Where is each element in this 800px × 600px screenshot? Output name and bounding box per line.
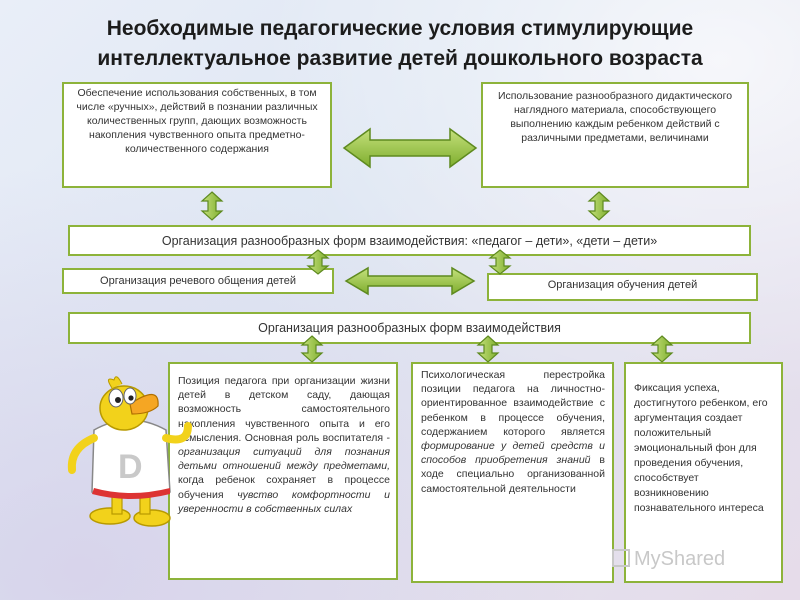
interaction-bar-1-text: Организация разнообразных форм взаимодей…	[161, 234, 658, 248]
column-2-box: Психологическая перестройка позиции педа…	[411, 362, 614, 583]
interaction-bar-1: Организация разнообразных форм взаимодей…	[68, 225, 751, 256]
children-learning-text: Организация обучения детей	[547, 279, 698, 291]
double-arrow-vertical-icon	[306, 249, 330, 275]
top-right-text: Использование разнообразного дидактическ…	[497, 90, 733, 144]
double-arrow-vertical-icon	[488, 249, 512, 275]
interaction-bar-2-text: Организация разнообразных форм взаимодей…	[258, 321, 561, 335]
title-line-1: Необходимые педагогические условия стиму…	[106, 17, 694, 40]
watermark: MyShared	[612, 548, 725, 571]
top-right-box: Использование разнообразного дидактическ…	[481, 82, 749, 188]
column-2-text-a: Психологическая перестройка позиции педа…	[421, 369, 605, 438]
column-3-box: Фиксация успеха, достигнутого ребенком, …	[624, 362, 783, 583]
watermark-text: MyShared	[634, 548, 726, 570]
mascot-illustration: D	[67, 376, 192, 527]
double-arrow-vertical-icon	[476, 335, 500, 363]
column-2-text-b: в ходе специально организованной самосто…	[421, 454, 605, 495]
watermark-icon	[612, 549, 630, 567]
double-arrow-vertical-icon	[300, 335, 324, 363]
speech-communication-box: Организация речевого общения детей	[62, 268, 334, 294]
title-line-2: интеллектуальное развитие детей дошкольн…	[97, 47, 703, 70]
top-left-text: Обеспечение использования собственных, в…	[76, 87, 318, 155]
column-3-text: Фиксация успеха, достигнутого ребенком, …	[634, 382, 768, 514]
column-1-italic-b: чувство комфортности и уверенности в соб…	[178, 488, 391, 515]
page-title: Необходимые педагогические условия стиму…	[20, 14, 780, 74]
column-1-box: Позиция педагога при организации жизни д…	[168, 362, 398, 580]
column-1-text-a: Позиция педагога при организации жизни д…	[178, 375, 390, 444]
top-left-box: Обеспечение использования собственных, в…	[62, 82, 332, 188]
column-1-italic-a: организация ситуаций для познания детьми…	[178, 446, 390, 473]
double-arrow-vertical-icon	[587, 191, 611, 221]
svg-text:D: D	[118, 448, 143, 486]
double-arrow-horizontal-icon	[342, 127, 478, 169]
double-arrow-vertical-icon	[650, 335, 674, 363]
double-arrow-vertical-icon	[200, 191, 224, 221]
column-2-italic-a: формирование у детей средств и способов …	[421, 440, 605, 467]
double-arrow-horizontal-icon	[344, 266, 476, 296]
interaction-bar-2: Организация разнообразных форм взаимодей…	[68, 312, 751, 344]
children-learning-box: Организация обучения детей	[487, 273, 758, 301]
column-1-text-b: когда ребенок сохраняет в процессе обуче…	[178, 474, 390, 501]
speech-communication-text: Организация речевого общения детей	[100, 275, 296, 287]
